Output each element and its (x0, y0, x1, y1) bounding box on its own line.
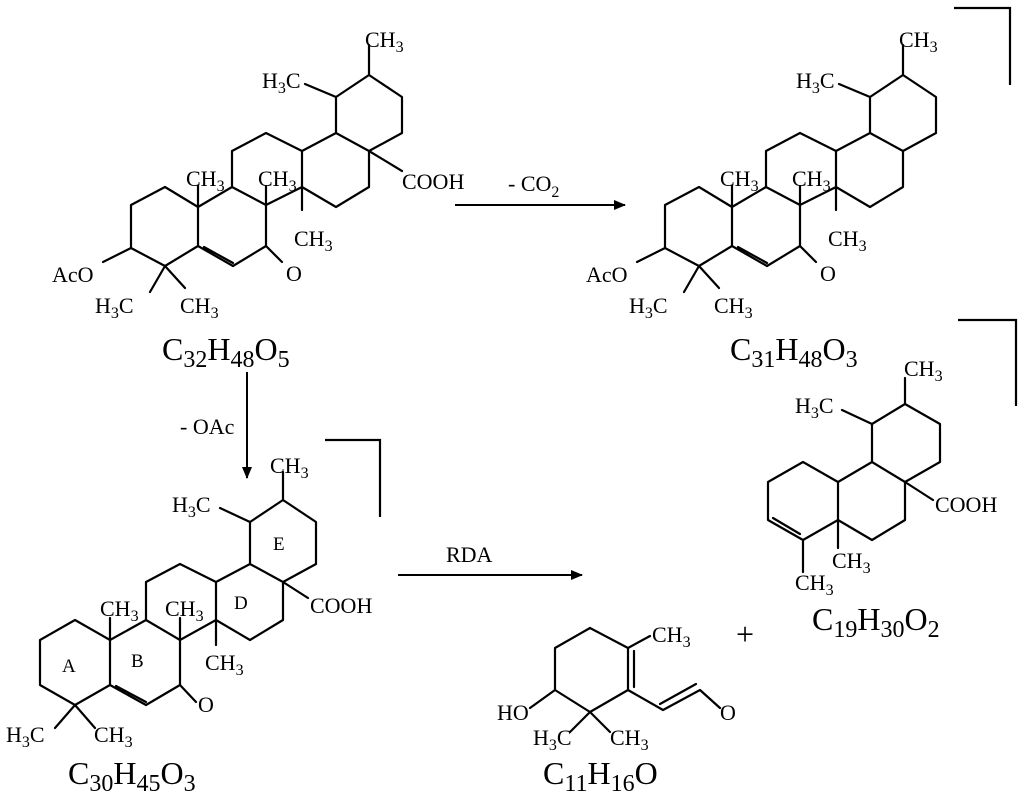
compound-c30h45o3: A B D E CH3 H3C CH3 CH3 CH3 COOH H3C CH3… (6, 438, 382, 797)
compound-c11h16o: CH3 HO H3C CH3 O C11H16O (497, 622, 736, 797)
methyl-label: CH3 (270, 453, 309, 482)
ring-label-e: E (273, 534, 285, 555)
methyl-label: CH3 (100, 596, 139, 625)
acetoxy-label: AcO (52, 262, 94, 287)
reaction-label: - OAc (180, 414, 235, 439)
methyl-label: CH3 (258, 166, 297, 195)
reaction-arrow-oac-loss: - OAc (180, 372, 252, 479)
radical-cation-bracket (958, 318, 1018, 406)
ring-label-b: B (131, 651, 144, 672)
methyl-label: CH3 (294, 226, 333, 255)
methyl-label: H3C (172, 492, 211, 521)
methyl-label: H3C (795, 393, 834, 422)
reaction-label: RDA (446, 542, 493, 567)
reaction-arrow-co2-loss: - CO2 (455, 171, 626, 210)
methyl-label: CH3 (828, 226, 867, 255)
methyl-label: CH3 (795, 570, 834, 599)
compound-c19h30o2: CH3 H3C CH3 CH3 COOH C19H30O2 (766, 318, 1018, 643)
bond-skeleton (528, 626, 722, 734)
methyl-label: CH3 (186, 166, 225, 195)
plus-sign: + (736, 616, 754, 652)
gem-methyl-label: CH3 (610, 725, 649, 754)
radical-cation-bracket (954, 6, 1012, 85)
molecular-formula: C19H30O2 (812, 601, 940, 643)
methyl-label: CH3 (652, 622, 691, 651)
molecular-formula: C30H45O3 (68, 755, 196, 797)
molecular-formula: C11H16O (543, 755, 658, 797)
ketone-oxygen-label: O (286, 261, 302, 286)
molecular-formula: C31H48O3 (730, 331, 858, 373)
bond-skeleton (38, 470, 318, 730)
bond-skeleton (635, 43, 938, 294)
aldehyde-oxygen-label: O (720, 700, 736, 725)
methyl-label: H3C (796, 68, 835, 97)
gem-methyl-label: CH3 (714, 293, 753, 322)
methyl-label: CH3 (365, 27, 404, 56)
ring-label-a: A (62, 656, 76, 677)
methyl-label: CH3 (899, 27, 938, 56)
gem-methyl-label: CH3 (94, 722, 133, 751)
gem-methyl-label: H3C (6, 722, 45, 751)
gem-methyl-label: H3C (95, 293, 134, 322)
methyl-label: CH3 (720, 166, 759, 195)
compound-c31h48o3: CH3 H3C CH3 CH3 CH3 AcO H3C CH3 O C31H48… (586, 6, 1012, 373)
methyl-label: CH3 (904, 356, 943, 385)
carboxyl-label: COOH (402, 169, 464, 194)
methyl-label: CH3 (165, 596, 204, 625)
bond-skeleton (766, 376, 942, 574)
gem-methyl-label: CH3 (180, 293, 219, 322)
gem-methyl-label: H3C (629, 293, 668, 322)
methyl-label: H3C (262, 68, 301, 97)
methyl-label: CH3 (832, 548, 871, 577)
acetoxy-label: AcO (586, 262, 628, 287)
methyl-label: CH3 (205, 650, 244, 679)
reaction-arrow-rda: RDA (398, 542, 583, 580)
compound-c32h48o5: CH3 H3C CH3 CH3 CH3 COOH AcO H3C CH3 O C… (52, 27, 464, 373)
reaction-label: - CO2 (508, 171, 559, 201)
carboxyl-label: COOH (310, 593, 372, 618)
methyl-label: CH3 (792, 166, 831, 195)
ring-label-d: D (234, 593, 248, 614)
ketone-oxygen-label: O (198, 692, 214, 717)
gem-methyl-label: H3C (533, 725, 572, 754)
bond-skeleton (101, 43, 404, 294)
hydroxyl-label: HO (497, 700, 529, 725)
radical-cation-bracket (325, 438, 382, 517)
carboxyl-label: COOH (935, 492, 997, 517)
molecular-formula: C32H48O5 (162, 331, 290, 373)
ketone-oxygen-label: O (820, 261, 836, 286)
